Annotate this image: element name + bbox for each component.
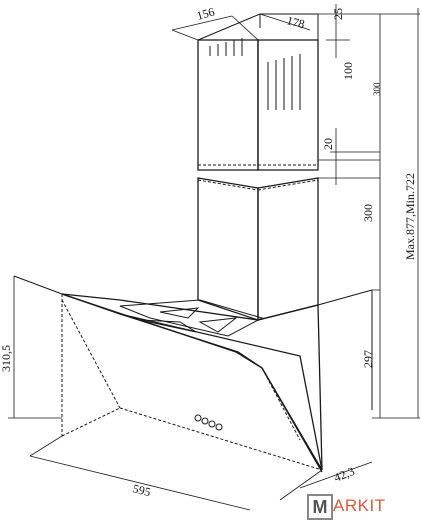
- dim-hood-depth: [299, 461, 373, 489]
- dim-label-20: 20: [321, 138, 335, 150]
- logo-mark: M: [307, 494, 333, 520]
- dim-label-156: 156: [195, 4, 216, 22]
- dim-chimney-width: [171, 15, 259, 41]
- chimney-lower: [197, 164, 319, 321]
- chimney-upper: [197, 13, 319, 171]
- logo-text: ARKIT: [333, 496, 386, 515]
- dim-chimney-depth: [259, 13, 311, 31]
- dim-hood-width: [29, 435, 323, 511]
- hood-body: [61, 293, 323, 473]
- dim-vertical-lines: [318, 4, 420, 419]
- dim-label-178: 178: [285, 13, 306, 31]
- dim-label-297: 297: [361, 350, 375, 368]
- grease-filter: [119, 299, 264, 337]
- back-plate: [13, 275, 373, 410]
- brand-logo: M ARKIT: [307, 494, 393, 520]
- dim-label-595: 595: [131, 481, 152, 499]
- dim-label-100: 100: [341, 62, 355, 80]
- dim-hood-height: [8, 276, 62, 419]
- dim-label-310-5: 310,5: [0, 345, 13, 372]
- dim-label-total: Max.877,Min.722: [403, 173, 417, 260]
- dim-label-300-upper: 300: [372, 82, 382, 96]
- control-buttons: [194, 414, 223, 431]
- dim-label-300-lower: 300: [361, 204, 375, 222]
- dim-label-42-3: 42,3: [332, 464, 357, 485]
- vent-slots-right: [267, 54, 301, 110]
- vent-slots-left: [209, 38, 243, 56]
- dim-label-25: 25: [331, 8, 345, 20]
